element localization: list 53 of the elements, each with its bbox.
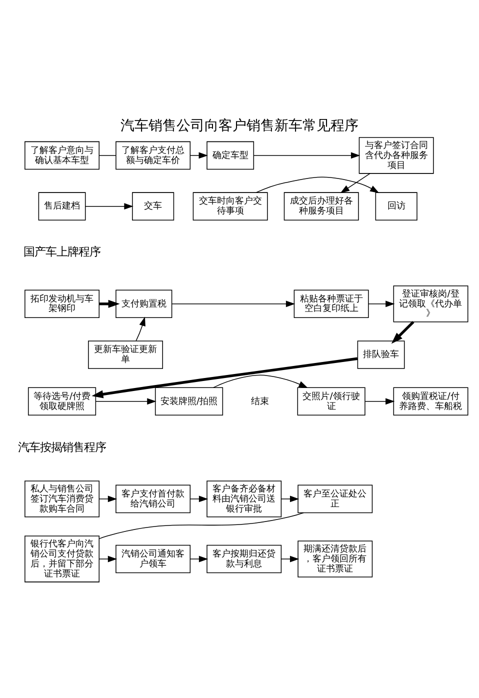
arrow <box>136 316 146 342</box>
node-box: 期满还清贷款后，客户领回所有证书票证 <box>298 540 373 578</box>
node-box: 确定车型 <box>206 141 254 170</box>
node-box: 客户支付首付款给汽销公司 <box>116 484 191 514</box>
node-box: 银行代客户向汽销公司支付贷款后，并留下部分证书票证 <box>24 536 100 582</box>
node-box: 领购置税证/付养路费、车船税 <box>393 387 468 416</box>
node-box: 了解客户意向与确认基本车型 <box>24 141 100 170</box>
arrow <box>95 398 156 405</box>
node-box: 拓印发动机与车架钢印 <box>24 290 100 318</box>
arrow <box>256 176 380 194</box>
arrow <box>98 556 118 562</box>
diagram-title: 汽车销售公司向客户销售新车常见程序 <box>120 118 358 134</box>
arrow <box>281 556 300 562</box>
node-box: 客户按期归还贷款与利息 <box>206 544 282 574</box>
node-box: 交照片/领行驶证 <box>297 387 366 416</box>
arrow <box>99 300 120 308</box>
node-box: 粘贴各种票证于空白复印纸上 <box>294 290 369 318</box>
arrow <box>98 496 118 502</box>
label: 汽车按揭销售程序 <box>18 440 106 454</box>
node-box: 成交后办理好各种服务项目 <box>284 192 359 220</box>
node-box: 等待选号/付费领取硬牌照 <box>28 387 96 416</box>
arrow <box>368 300 395 308</box>
arrow <box>92 357 358 398</box>
node-box: 排队验车 <box>357 340 405 369</box>
node-box: 安装牌照/拍照 <box>154 387 224 416</box>
label: 结束 <box>251 396 270 407</box>
arrow <box>190 496 208 502</box>
arrow <box>85 203 134 210</box>
node-box: 支付购置税 <box>116 290 172 318</box>
arrow <box>340 173 370 194</box>
label: 国产车上牌程序 <box>24 244 101 259</box>
node-box: 客户至公证处公正 <box>298 484 373 514</box>
node-box: 汽销公司通知客户领车 <box>116 544 191 574</box>
connector <box>98 512 304 540</box>
node-box: 私人与销售公司签订汽车消费贷款购车合同 <box>24 480 100 518</box>
arrow <box>190 152 208 159</box>
node-box: 登证审核岗/登记领取《代办单》 <box>393 286 468 322</box>
arrow <box>190 556 208 562</box>
node-box: 交车 <box>132 192 174 220</box>
arrow <box>391 320 414 344</box>
arrow <box>281 496 300 502</box>
node-box: 交车时向客户交待事项 <box>192 192 268 220</box>
node-box: 回访 <box>375 192 418 220</box>
arrow <box>172 300 296 308</box>
node-box: 客户备齐必备材料由汽销公司送银行审批 <box>206 480 282 518</box>
arrow <box>364 398 395 405</box>
arrow <box>253 152 360 159</box>
node-box: 售后建档 <box>38 192 86 220</box>
node-box: 与客户签订合同含代办各种服务项目 <box>358 137 434 174</box>
node-box: 了解客户支付总额与确定车价 <box>116 141 191 170</box>
arrow <box>213 374 308 388</box>
connector <box>98 155 116 156</box>
node-box: 更新车验证更新单 <box>88 340 163 369</box>
